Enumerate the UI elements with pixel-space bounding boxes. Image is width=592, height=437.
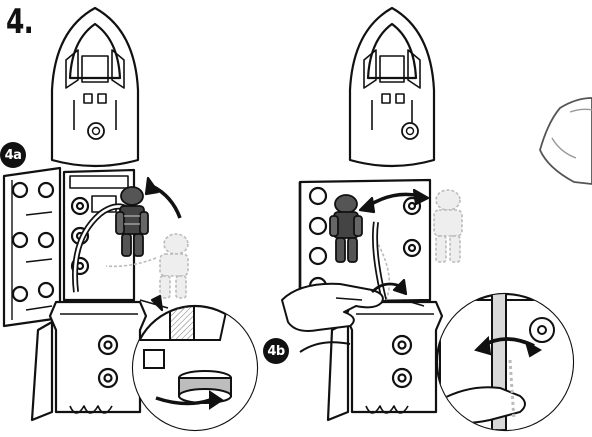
astronaut-ghost <box>375 189 463 301</box>
astronaut-ghost <box>105 233 189 299</box>
rocket-base <box>48 300 148 414</box>
hand-left <box>281 282 384 332</box>
astronaut-figure <box>115 186 149 257</box>
substep-label: 4b <box>267 343 285 359</box>
substep-label: 4a <box>4 147 22 163</box>
detail-callout-4a <box>131 304 259 432</box>
step-number: 4. <box>6 2 34 42</box>
nose-cone <box>348 6 436 168</box>
rotate-arrow-icon <box>155 396 211 406</box>
rocket-assembly-4b <box>281 6 463 422</box>
foot-partial <box>539 97 592 185</box>
nose-cone <box>50 6 140 168</box>
rocket-assembly-4a <box>2 6 189 422</box>
substep-badge-4a: 4a <box>0 142 26 168</box>
detail-callout-4b <box>435 292 575 432</box>
astronaut-figure <box>329 194 363 263</box>
rocket-base <box>344 300 444 414</box>
substep-badge-4b: 4b <box>263 338 289 364</box>
